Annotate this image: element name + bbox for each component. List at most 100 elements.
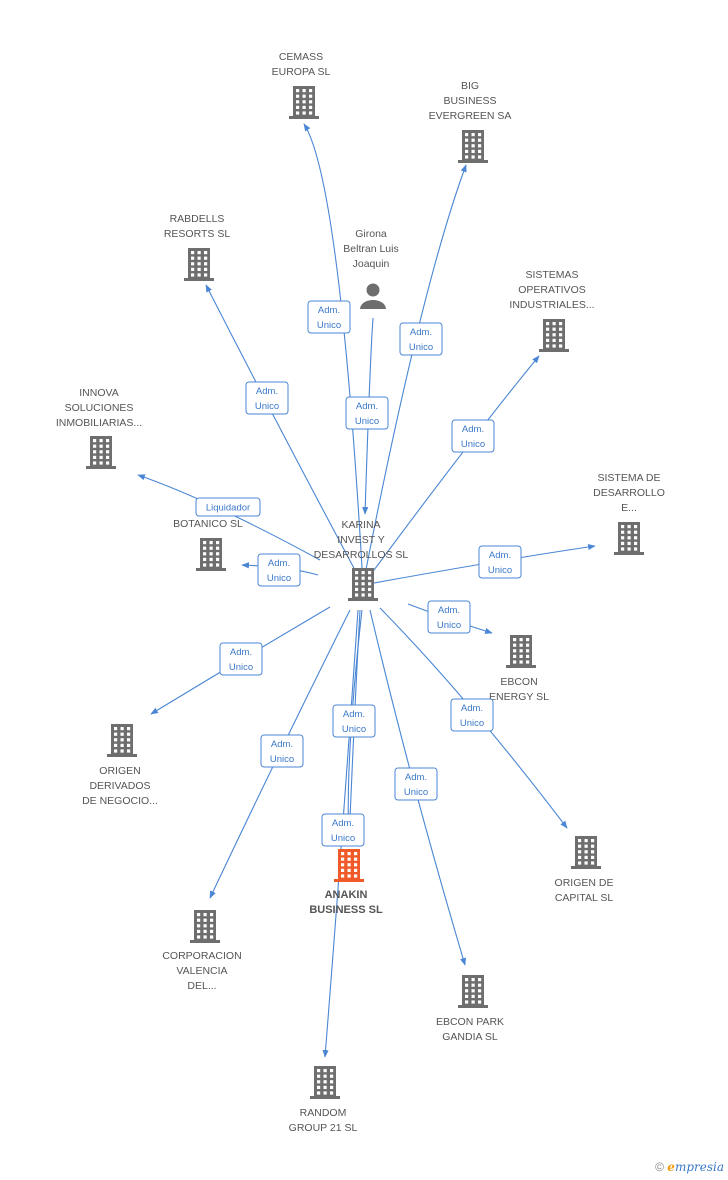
node-label: GROUP 21 SL [289, 1122, 358, 1134]
relation-text: Adm. [256, 386, 278, 397]
node-label: INNOVA [79, 387, 118, 399]
relation-text: Adm. [405, 772, 427, 783]
copyright-credit[interactable]: © empresia [655, 1160, 724, 1174]
relation-label[interactable]: Adm.Unico [451, 419, 495, 453]
node-label: EUROPA SL [272, 66, 331, 78]
node-label: DESARROLLOS SL [314, 549, 409, 561]
node-label: KARINA [341, 519, 380, 531]
node-sistemas[interactable]: SISTEMAS OPERATIVOS INDUSTRIALES... [509, 269, 595, 352]
building-icon [458, 975, 488, 1008]
node-label: Beltran Luis [343, 243, 398, 255]
building-icon [310, 1066, 340, 1099]
node-sistema-des[interactable]: SISTEMA DEDESARROLLOE... [593, 472, 665, 555]
relation-text: Unico [461, 439, 485, 450]
node-ebcon-park[interactable]: EBCON PARK GANDIA SL [436, 975, 504, 1043]
relation-label[interactable]: Adm. Unico [307, 300, 351, 334]
relation-label[interactable]: Adm.Unico [427, 600, 471, 634]
building-icon [86, 436, 116, 469]
relation-text: Unico [255, 401, 279, 412]
node-random[interactable]: RANDOM GROUP 21 SL [289, 1066, 358, 1134]
relation-text: Adm. [410, 327, 432, 338]
node-label: INDUSTRIALES... [509, 299, 594, 311]
relation-text: Unico [317, 320, 341, 331]
building-icon [196, 538, 226, 571]
relation-text: Unico [409, 342, 433, 353]
relation-text: Unico [404, 787, 428, 798]
relation-text: Unico [229, 662, 253, 673]
relation-label[interactable]: Adm. Unico [321, 813, 365, 847]
relation-label[interactable]: Adm.Unico [332, 704, 376, 738]
node-label: ORIGEN [99, 765, 140, 777]
node-label: BUSINESS SL [309, 904, 383, 916]
node-label: GANDIA SL [442, 1031, 498, 1043]
node-label: SOLUCIONES [65, 402, 134, 414]
node-cemass[interactable]: CEMASS EUROPA SL [272, 51, 331, 119]
node-label: EBCON [500, 676, 537, 688]
node-label: SISTEMAS [525, 269, 578, 281]
node-label: ENERGY SL [489, 691, 549, 703]
relation-text: Unico [355, 416, 379, 427]
relation-text: Adm. [461, 703, 483, 714]
relation-text: Adm. [318, 305, 340, 316]
relation-text: Unico [331, 833, 355, 844]
relation-label[interactable]: Adm.Unico [257, 553, 301, 587]
relation-label[interactable]: Adm.Unico [450, 698, 494, 732]
relation-text: Adm. [332, 818, 354, 829]
relation-label[interactable]: Adm.Unico [478, 545, 522, 579]
relation-text: Adm. [356, 401, 378, 412]
node-label: DESARROLLO [593, 487, 665, 499]
relation-label[interactable]: Adm. Unico [245, 381, 289, 415]
relation-text: Adm. [343, 709, 365, 720]
node-label: E... [621, 502, 637, 514]
relation-edge [205, 284, 364, 586]
brand-logo: empresia [667, 1160, 724, 1174]
node-label: RABDELLS [170, 213, 225, 225]
node-label: CORPORACION [162, 950, 241, 962]
building-icon [107, 724, 137, 757]
node-label: EVERGREEN SA [429, 110, 512, 122]
building-icon [539, 319, 569, 352]
relation-text: Liquidador [206, 503, 250, 514]
node-ebcon-energy[interactable]: EBCON ENERGY SL [489, 635, 549, 703]
node-corporacion[interactable]: CORPORACIONVALENCIADEL... [162, 910, 242, 992]
node-label: BOTANICO SL [173, 518, 243, 530]
relation-text: Unico [267, 573, 291, 584]
node-label: BUSINESS [443, 95, 496, 107]
person-icon [360, 283, 386, 309]
relation-label[interactable]: Adm. Unico [399, 322, 443, 356]
relation-edge [362, 317, 374, 515]
copyright-icon: © [655, 1160, 664, 1174]
relation-text: Adm. [489, 550, 511, 561]
relation-text: Unico [270, 754, 294, 765]
node-label: INMOBILIARIAS... [56, 417, 142, 429]
node-label: RANDOM [300, 1107, 347, 1119]
building-icon [348, 568, 378, 601]
relation-label[interactable]: Liquidador [195, 497, 261, 517]
building-icon [184, 248, 214, 281]
relation-text: Adm. [271, 739, 293, 750]
relation-label[interactable]: Adm. Unico [219, 642, 263, 676]
node-label: ANAKIN [325, 889, 368, 901]
node-label: OPERATIVOS [518, 284, 586, 296]
relation-label[interactable]: Adm. Unico [394, 767, 438, 801]
relation-edge [303, 123, 364, 586]
node-label: CEMASS [279, 51, 323, 63]
building-icon [458, 130, 488, 163]
node-label: Joaquin [353, 258, 390, 270]
relation-label[interactable]: Adm. Unico [345, 396, 389, 430]
building-icon [571, 836, 601, 869]
node-label: Girona [355, 228, 387, 240]
node-innova[interactable]: INNOVA SOLUCIONES INMOBILIARIAS... [56, 387, 142, 469]
relation-label[interactable]: Adm. Unico [260, 734, 304, 768]
node-anakin[interactable]: ANAKIN BUSINESS SL [309, 849, 383, 916]
node-label: DERIVADOS [89, 780, 150, 792]
building-icon [289, 86, 319, 119]
node-label: EBCON PARK [436, 1016, 504, 1028]
relation-text: Adm. [230, 647, 252, 658]
